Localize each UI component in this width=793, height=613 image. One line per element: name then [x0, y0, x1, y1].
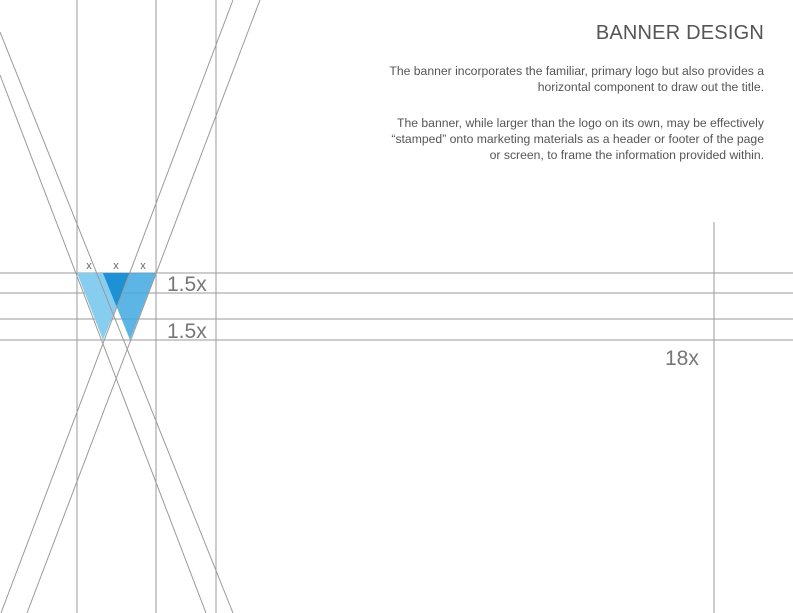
- diagonal-line-2: [0, 31, 234, 613]
- description-paragraph-2: The banner, while larger than the logo o…: [391, 116, 764, 162]
- page-title: BANNER DESIGN: [595, 22, 764, 44]
- measure-label-width: 18x: [665, 347, 699, 370]
- vertical-guides: [76, 0, 715, 613]
- measure-label-bottom: 1.5x: [167, 320, 207, 343]
- unit-label-2: x: [113, 260, 119, 272]
- description-paragraph-1: The banner incorporates the familiar, pr…: [389, 64, 764, 94]
- diagonal-guides: [0, 0, 261, 613]
- measure-label-top: 1.5x: [167, 273, 207, 296]
- logo-triangle-overlap: [103, 273, 130, 307]
- unit-label-3: x: [140, 260, 146, 272]
- diagonal-line-3: [0, 0, 234, 613]
- diagonal-line-4: [26, 0, 261, 613]
- unit-label-1: x: [86, 260, 92, 272]
